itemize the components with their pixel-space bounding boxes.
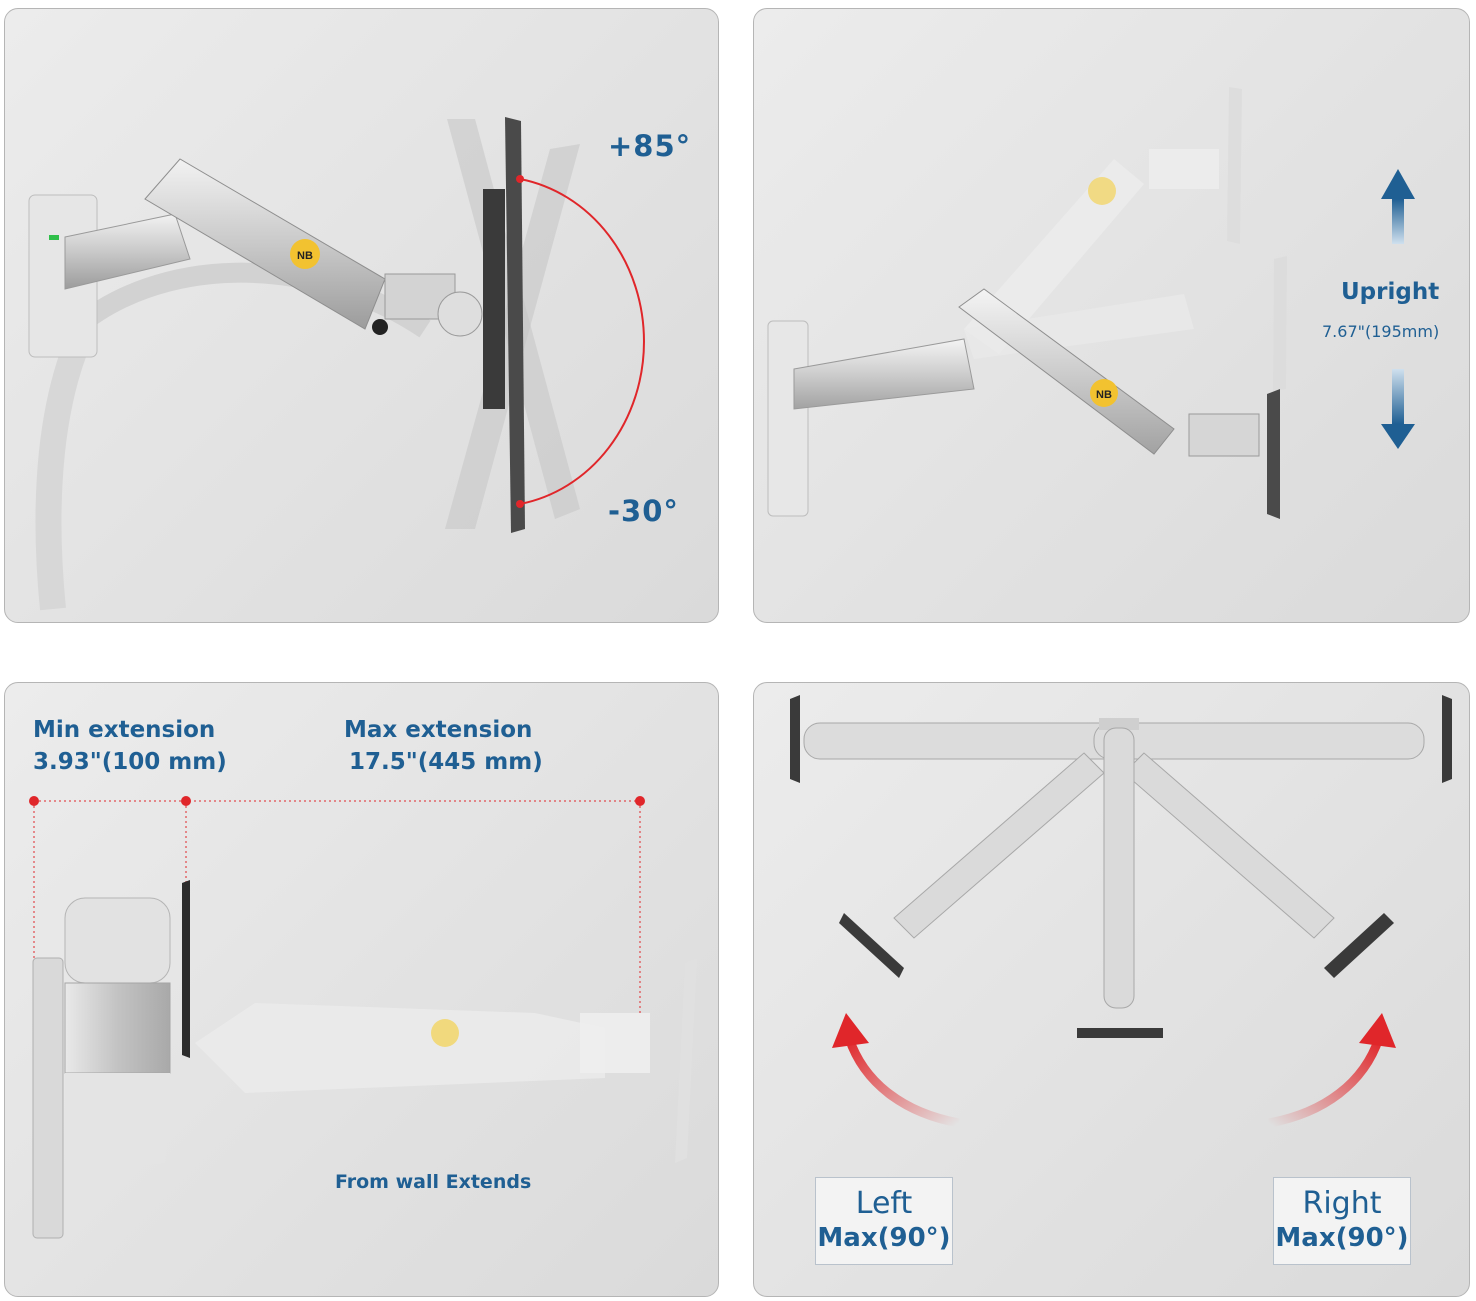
tilt-down-angle: -30° [608, 494, 679, 528]
tilt-joint [1188, 413, 1260, 457]
monitor-back [483, 189, 505, 409]
svg-text:NB: NB [297, 250, 313, 262]
wall-plate [32, 957, 64, 1239]
ghost-monitor-extended [675, 958, 697, 1163]
base-arm [64, 213, 191, 290]
arrow-right-head-icon [1359, 1013, 1396, 1048]
upright-illustration: NB [767, 87, 1415, 519]
max-extension-label: Max extension [344, 717, 533, 743]
arm-center [1103, 727, 1135, 1009]
ghost-monitor-up [1227, 87, 1242, 244]
arrow-left-curve [844, 1036, 960, 1128]
tilt-up-angle: +85° [608, 129, 692, 163]
arrow-left-head-icon [832, 1013, 869, 1048]
extension-footer: From wall Extends [335, 1171, 532, 1193]
monitor [1267, 389, 1280, 519]
arrow-down-icon [1381, 424, 1415, 449]
brand-badge-circle [290, 239, 320, 269]
base-arm [793, 338, 975, 410]
upright-measure: 7.67"(195mm) [1322, 322, 1440, 341]
folded-arm-base [65, 1073, 170, 1173]
max-extension-value: 17.5"(445 mm) [349, 749, 543, 775]
left-max: Max(90°) [817, 1223, 951, 1253]
arrow-down-shaft [1392, 369, 1404, 424]
cable [35, 344, 88, 611]
gas-spring-arm [958, 288, 1175, 455]
ghost-arm-up [964, 159, 1144, 354]
upright-title: Upright [1341, 279, 1440, 305]
right-swivel-box: Right Max(90°) [1273, 1177, 1411, 1265]
monitor [505, 117, 525, 533]
arm-right-diagonal [1123, 752, 1335, 939]
monitor-right-max [1442, 695, 1452, 783]
min-end-dot [181, 796, 191, 806]
left-word: Left [855, 1186, 913, 1221]
arrow-up-shaft [1392, 199, 1404, 244]
extension-panel: Min extension 3.93"(100 mm) Max extensio… [4, 682, 719, 1297]
right-max: Max(90°) [1275, 1223, 1409, 1253]
arm-left-diagonal [893, 752, 1105, 939]
extension-illustration [29, 796, 697, 1239]
arrow-right-curve [1268, 1036, 1384, 1128]
arrow-up-icon [1381, 169, 1415, 199]
svg-text:NB: NB [1096, 389, 1112, 401]
monitor [182, 880, 190, 1058]
monitor-right-mid [1324, 913, 1394, 978]
monitor-left-max [790, 695, 800, 783]
upright-panel: NB Upright 7.67"(195mm) [753, 8, 1470, 623]
indicator-light [49, 235, 59, 240]
swivel-panel: Left Max(90°) Right Max(90°) [753, 682, 1470, 1297]
swivel-illustration [790, 695, 1452, 1128]
left-swivel-box: Left Max(90°) [815, 1177, 953, 1265]
max-end-dot [635, 796, 645, 806]
wall-plate [767, 320, 809, 517]
tilt-panel: NB +85° -30° [4, 8, 719, 623]
arm-right-horizontal [1093, 722, 1425, 760]
tilt-illustration: NB [28, 117, 645, 611]
folded-arm-body [64, 982, 171, 1074]
brand-badge-circle [1090, 379, 1118, 407]
pivot [437, 291, 483, 337]
min-extension-value: 3.93"(100 mm) [33, 749, 227, 775]
ghost-arm-extended [195, 1003, 605, 1093]
folded-arm-top [64, 897, 171, 984]
monitor-center [1077, 1028, 1163, 1038]
right-word: Right [1302, 1186, 1382, 1221]
min-extension-label: Min extension [33, 717, 216, 743]
monitor-left-mid [839, 913, 904, 978]
ghost-monitor-mid [1273, 256, 1287, 391]
min-start-dot [29, 796, 39, 806]
tilt-arc [519, 178, 645, 505]
